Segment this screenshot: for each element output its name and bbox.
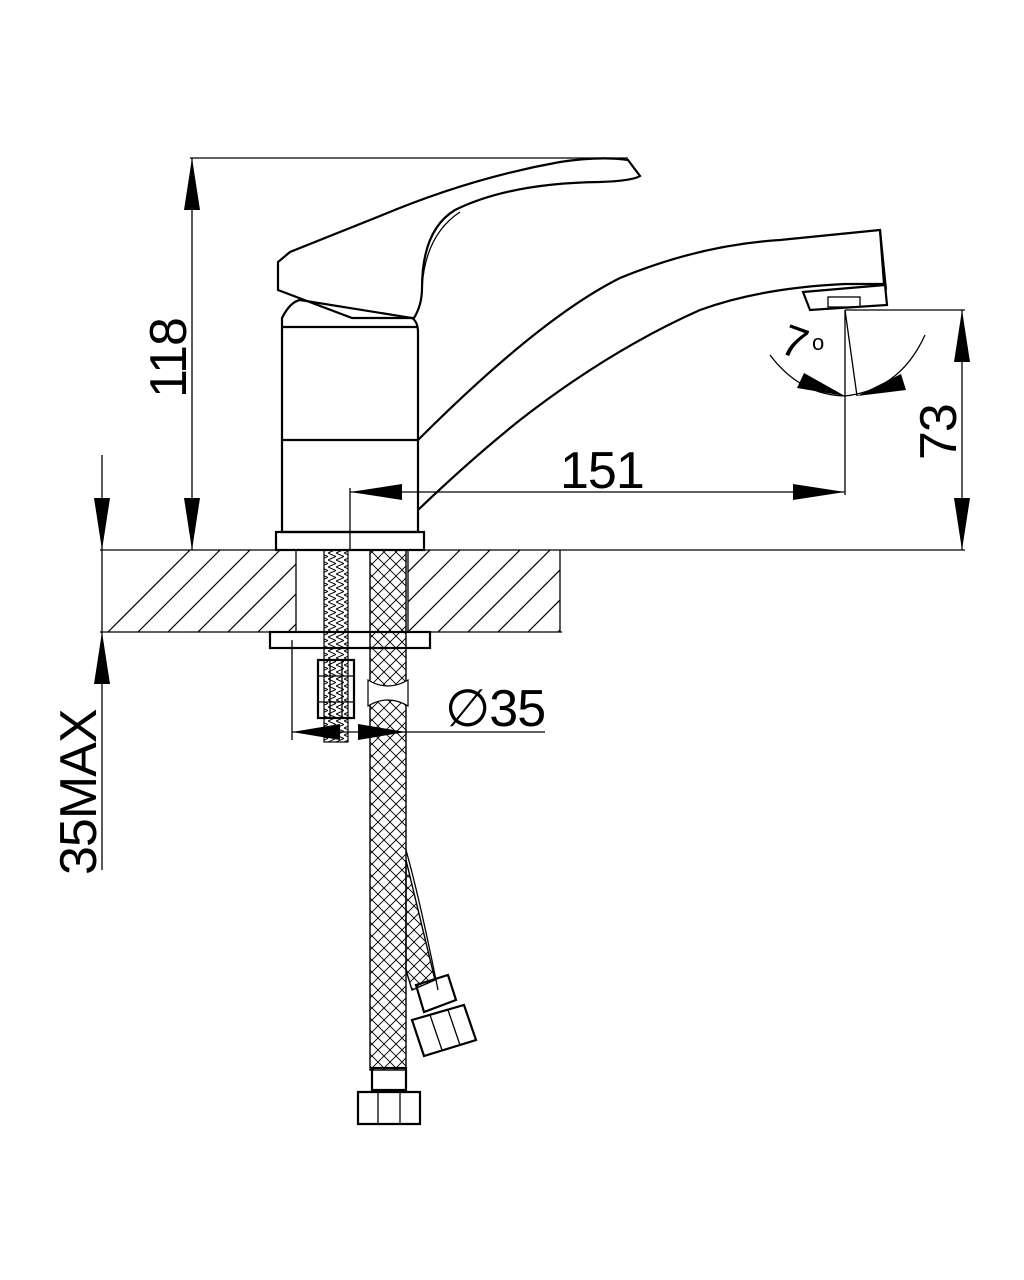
flexible-hoses <box>367 549 439 1071</box>
dimension-spout-height: 73 <box>845 309 970 550</box>
dimension-spout-reach: 151 <box>349 310 846 550</box>
dimension-total-height: 118 <box>140 157 628 550</box>
dimension-spout-angle: 7 o <box>769 309 926 397</box>
dimension-label-73: 73 <box>910 404 968 460</box>
dimension-label-151: 151 <box>560 442 644 500</box>
dimension-label-118: 118 <box>140 318 198 398</box>
hose-end-fitting-right <box>410 973 478 1058</box>
angle-label-7: 7 <box>775 315 815 369</box>
hose-end-fitting-left <box>356 1066 422 1126</box>
dimension-label-diameter-35: ∅35 <box>445 680 545 738</box>
spout <box>417 228 889 511</box>
dimension-counter-thickness: 35MAX <box>50 455 110 875</box>
mounting-stud <box>316 549 356 743</box>
dimension-label-35max: 35MAX <box>50 709 108 875</box>
dimension-hole-diameter: ∅35 <box>291 640 546 740</box>
mounting-washer <box>268 630 432 650</box>
angle-degree-symbol: o <box>812 330 824 355</box>
countertop-section <box>100 549 965 633</box>
lever-handle <box>276 157 642 320</box>
